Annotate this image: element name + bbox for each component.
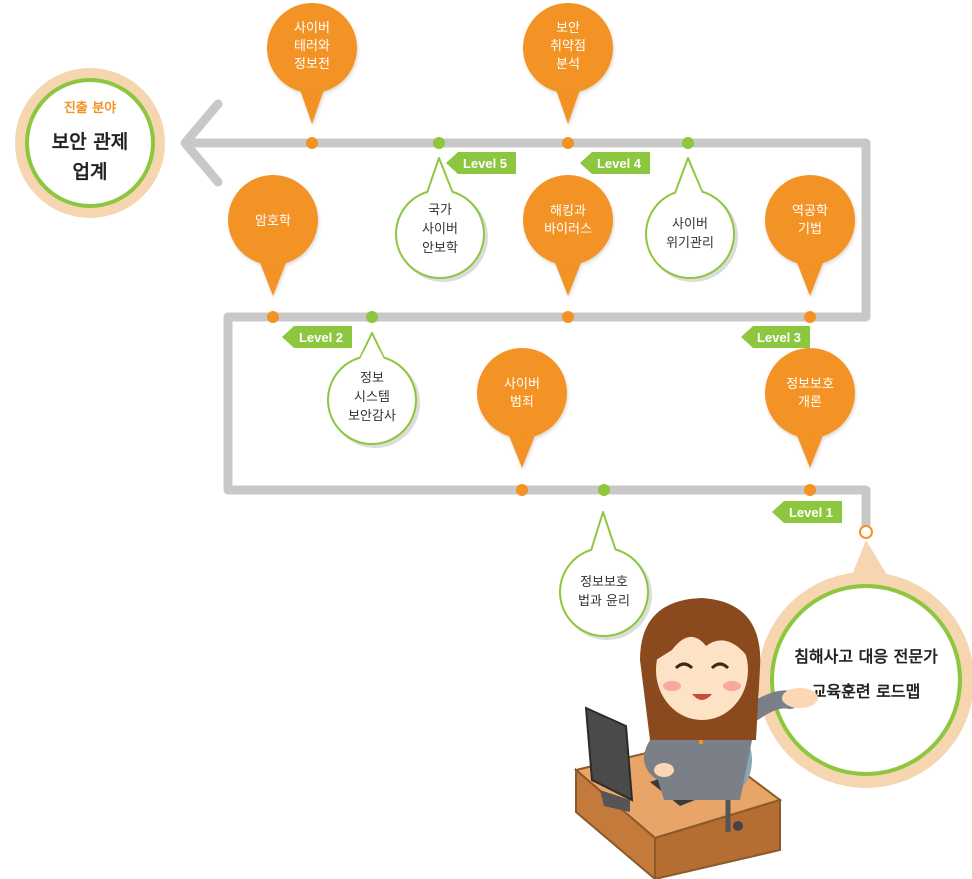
svg-text:교육훈련 로드맵: 교육훈련 로드맵 [812,682,921,701]
svg-text:Level 3: Level 3 [757,330,801,345]
svg-text:정보: 정보 [360,371,384,386]
svg-text:안보학: 안보학 [422,241,458,256]
svg-text:정보보호: 정보보호 [580,575,628,590]
pin-hacking-virus: 해킹과 바이러스 [523,175,613,296]
svg-text:Level 5: Level 5 [463,156,507,171]
destination-badge: 진출 분야 보안 관제 업계 [15,68,165,218]
svg-text:정보보호: 정보보호 [786,377,834,392]
level-tag: Level 2 [282,326,352,348]
svg-text:국가: 국가 [428,203,452,218]
svg-text:취약점: 취약점 [550,39,586,54]
svg-text:해킹과: 해킹과 [550,204,586,219]
svg-text:보안 관제: 보안 관제 [52,131,129,153]
svg-text:사이버: 사이버 [504,377,540,392]
svg-text:암호학: 암호학 [255,214,291,229]
svg-text:개론: 개론 [798,395,822,410]
level-tag: Level 3 [741,326,810,348]
svg-text:범죄: 범죄 [510,395,534,410]
green-dots [366,137,694,496]
svg-text:테러와: 테러와 [294,39,330,54]
svg-text:Level 1: Level 1 [789,505,833,520]
svg-text:분석: 분석 [556,57,580,72]
svg-text:보안감사: 보안감사 [348,409,396,424]
bubble-cyber-crisis-management: 사이버 위기관리 [645,157,738,282]
svg-text:정보전: 정보전 [294,57,330,72]
svg-text:침해사고 대응 전문가: 침해사고 대응 전문가 [794,647,938,666]
svg-text:보안: 보안 [556,21,580,36]
level-tag: Level 4 [580,152,650,174]
start-node [859,525,873,539]
roadmap-title-badge: 침해사고 대응 전문가 교육훈련 로드맵 [758,540,972,788]
svg-text:Level 4: Level 4 [597,156,642,171]
orange-dots [267,137,816,496]
pin-reverse-engineering: 역공학 기법 [765,175,855,296]
bubble-national-cyber-security: 국가 사이버 안보학 [395,157,488,282]
svg-text:업계: 업계 [73,161,108,183]
roadmap-track [185,138,871,530]
level-tag: Level 1 [772,501,842,523]
pin-infosec-intro: 정보보호 개론 [765,348,855,468]
svg-text:사이버: 사이버 [672,217,708,232]
svg-text:사이버: 사이버 [422,222,458,237]
pin-cryptography: 암호학 [228,175,318,296]
pin-cyber-terror: 사이버 테러와 정보전 [267,3,357,124]
svg-text:법과 윤리: 법과 윤리 [578,594,630,609]
bubble-info-system-audit: 정보 시스템 보안감사 [327,332,420,448]
svg-text:위기관리: 위기관리 [666,236,714,251]
svg-text:기법: 기법 [798,222,822,237]
svg-text:시스템: 시스템 [354,390,390,405]
svg-text:Level 2: Level 2 [299,330,343,345]
svg-text:사이버: 사이버 [294,21,330,36]
level-tag: Level 5 [446,152,516,174]
bubble-infosec-law-ethics: 정보보호 법과 윤리 [559,511,652,640]
pin-cyber-crime: 사이버 범죄 [477,348,567,468]
svg-text:진출 분야: 진출 분야 [64,100,116,116]
svg-text:바이러스: 바이러스 [544,222,592,237]
student-illustration [573,598,818,879]
pin-security-vulnerability: 보안 취약점 분석 [523,3,613,124]
svg-text:역공학: 역공학 [792,204,828,219]
arrow-head [180,99,223,187]
